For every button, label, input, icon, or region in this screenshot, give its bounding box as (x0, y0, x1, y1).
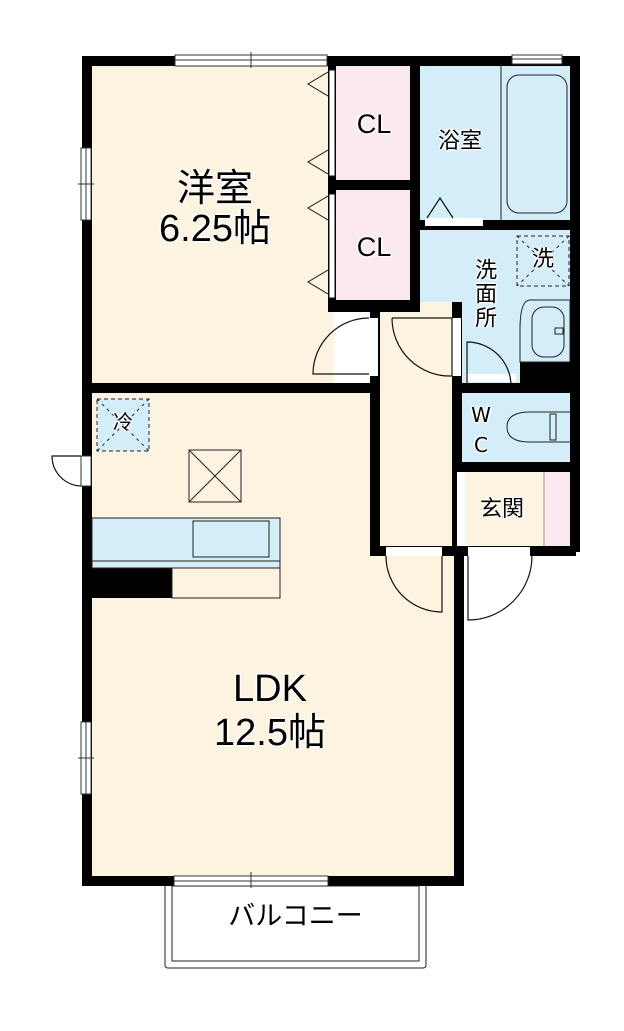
entrance-floor (458, 470, 544, 548)
door-bathroom (426, 196, 454, 219)
kitchen-counter (91, 517, 281, 569)
ldk-label: LDK 12.5帖 (214, 668, 326, 754)
toilet-bowl (506, 411, 572, 443)
door-ldk-side (51, 455, 82, 487)
balcony-label: バルコニー (228, 901, 363, 932)
bathroom-floor (418, 62, 576, 224)
entrance-label: 玄関 (479, 497, 524, 522)
cupboard (171, 567, 281, 599)
door-western-room (312, 317, 370, 375)
washer-label: 洗 (531, 247, 554, 272)
ldk-floor (88, 388, 460, 882)
western-room-floor (88, 62, 334, 388)
washroom-label: 洗面所 (471, 258, 497, 330)
front-door (467, 555, 533, 621)
kitchen-sink (192, 520, 270, 558)
door-hallway (391, 317, 453, 377)
western-room-label: 洋室 6.25帖 (159, 168, 271, 250)
toilet-label: W C (471, 403, 491, 457)
windows (78, 52, 563, 888)
bathtub (506, 74, 568, 214)
washbasin (519, 299, 571, 363)
bathroom-label: 浴室 (437, 129, 482, 154)
balcony (164, 886, 427, 969)
closet-doors (307, 69, 336, 299)
closet-2-floor (334, 188, 414, 302)
closet-2-label: CL (356, 232, 392, 262)
floors (88, 62, 577, 882)
door-hallway-ldk (385, 555, 443, 613)
doors (51, 196, 533, 621)
fixtures (91, 66, 572, 969)
closet-1-floor (334, 62, 414, 184)
fridge-label: 冷 (113, 410, 133, 434)
ceiling-vent (188, 449, 242, 503)
door-washroom (466, 341, 512, 385)
closet-1-label: CL (356, 109, 392, 139)
